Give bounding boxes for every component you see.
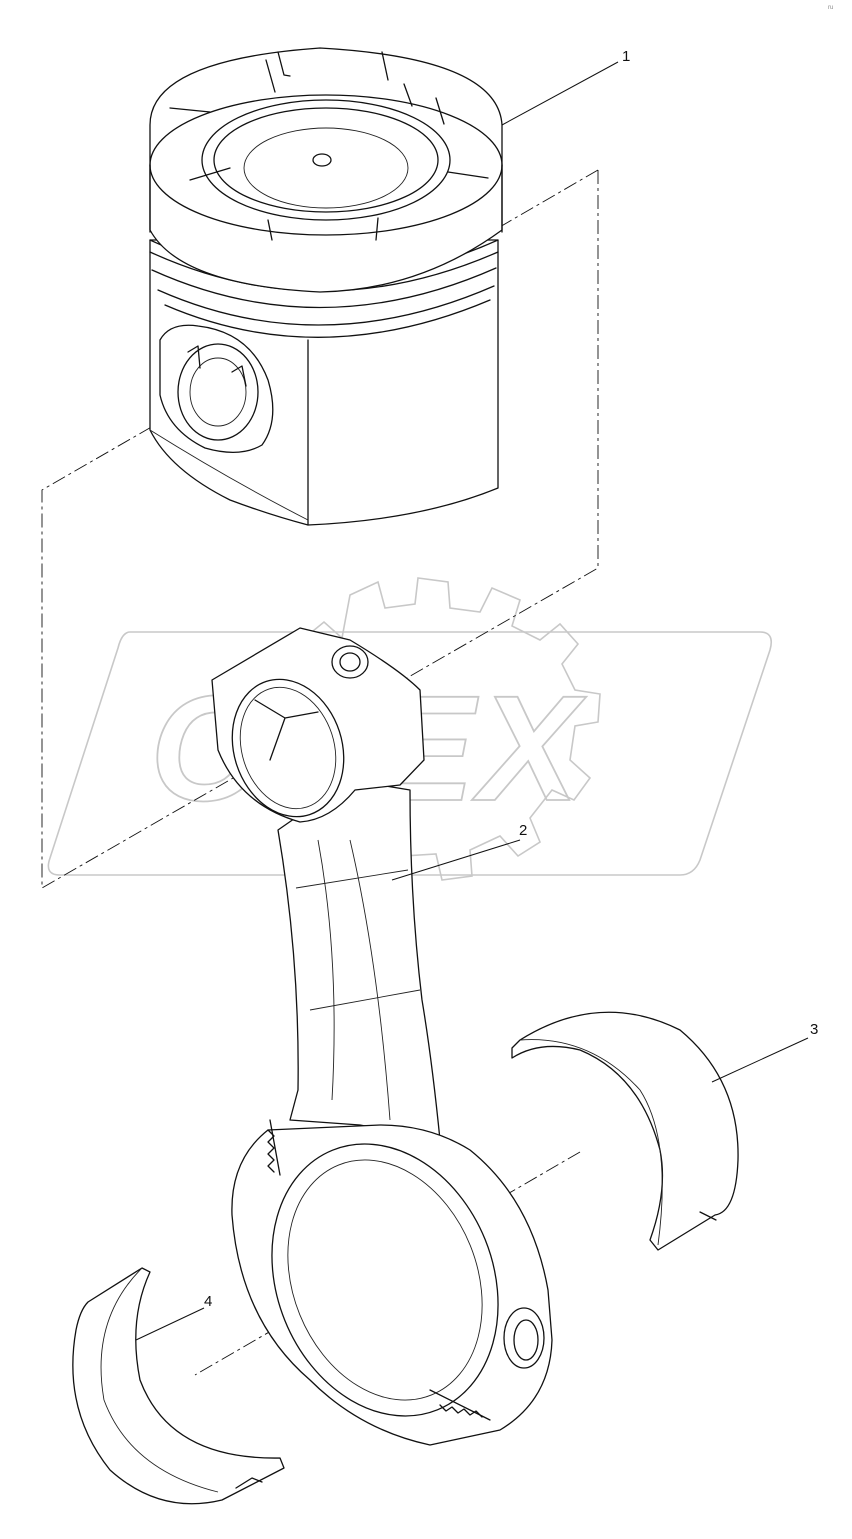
- assembly-centerlines: [41, 169, 599, 1376]
- piston-bowl-floor: [243, 127, 409, 209]
- bearing-shell-upper-inner-edge: [519, 1039, 663, 1246]
- pin-axis-line-upper: [497, 169, 599, 229]
- piston: [149, 47, 503, 526]
- piston-pin-bore-inner: [189, 357, 247, 427]
- piston-skirt: [149, 239, 499, 526]
- bearing-shell-lower-inner-edge: [100, 1267, 219, 1493]
- piston-relief-10: [447, 171, 489, 179]
- piston-crown: [149, 47, 503, 293]
- rod-bushing: [239, 686, 337, 810]
- piston-relief-8: [267, 219, 273, 241]
- connecting-rod: [211, 627, 553, 1446]
- piston-relief-5: [435, 97, 445, 125]
- piston-bowl-lip: [213, 107, 439, 213]
- piston-circlip-notch-lower: [231, 365, 247, 387]
- rod-cap-split-left: [269, 1119, 281, 1176]
- rod-big-end-bore-inner: [287, 1159, 483, 1401]
- callouts: 1 2 3 4: [135, 48, 818, 1341]
- callout-3: 3: [810, 1021, 818, 1038]
- corner-mark: ru: [828, 5, 833, 11]
- leader-4: [135, 1307, 205, 1341]
- leader-1: [501, 61, 619, 126]
- bearing-shell-lower: [72, 1267, 285, 1505]
- piston-relief-7: [189, 167, 231, 181]
- rod-beam-rib-2: [309, 989, 421, 1011]
- leader-2: [391, 839, 521, 881]
- rod-oil-hole-boss: [331, 645, 369, 679]
- bearing-shell-lower-body: [72, 1267, 285, 1505]
- piston-relief-4: [403, 83, 413, 107]
- piston-pin-boss: [159, 324, 274, 453]
- piston-relief-2: [381, 51, 389, 81]
- piston-relief-1: [277, 51, 291, 77]
- rod-oil-hole: [339, 652, 361, 672]
- bearing-shell-upper: [511, 1011, 739, 1251]
- piston-ring-groove-5: [164, 299, 491, 338]
- pin-axis-box: [41, 170, 599, 889]
- watermark-banner: [47, 631, 773, 876]
- piston-circlip-notch-upper: [187, 345, 201, 369]
- rod-serration-left: [267, 1129, 275, 1173]
- callout-2: 2: [519, 822, 527, 839]
- piston-ring-groove-3: [151, 267, 497, 309]
- bearing-shell-upper-body: [511, 1011, 739, 1251]
- callout-1: 1: [622, 48, 630, 65]
- piston-bowl-center: [312, 153, 332, 167]
- rod-serration-right: [439, 1404, 483, 1418]
- piston-relief-9: [375, 217, 379, 241]
- pin-axis-line-lower: [194, 1151, 581, 1376]
- rod-beam-web-right: [349, 839, 391, 1121]
- leader-3: [711, 1037, 809, 1083]
- bearing-shell-upper-tab: [699, 1211, 717, 1221]
- rod-beam-rib-1: [295, 869, 409, 889]
- rod-small-end-bore: [231, 678, 345, 818]
- rod-big-end-bore: [271, 1143, 499, 1417]
- piston-relief-6: [169, 107, 211, 113]
- piston-ring-groove-4: [157, 285, 495, 326]
- bearing-shell-lower-tab: [235, 1477, 263, 1489]
- piston-skirt-lower-edge: [149, 429, 309, 521]
- callout-4: 4: [204, 1293, 212, 1310]
- rod-bolt-hole: [513, 1319, 539, 1361]
- rod-beam: [277, 779, 441, 1141]
- piston-relief-3: [265, 59, 276, 93]
- piston-bowl-outer: [201, 99, 451, 221]
- rod-bushing-groove: [254, 699, 319, 761]
- rod-beam-web-left: [317, 839, 335, 1101]
- piston-pin-bore: [177, 343, 259, 441]
- rod-bolt-boss: [503, 1307, 545, 1369]
